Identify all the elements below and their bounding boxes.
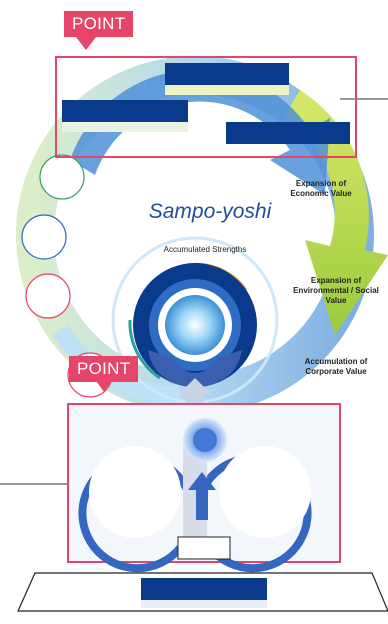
redacted-bar-base-shade xyxy=(141,600,267,608)
up-arrow-left xyxy=(188,472,216,520)
teal-arc xyxy=(128,319,161,380)
redacted-bar-1 xyxy=(165,63,289,85)
redacted-bar-1-shade xyxy=(165,85,289,95)
diagram-title: Sampo-yoshi xyxy=(148,200,272,223)
output-label-economic: Expansion of Economic Value xyxy=(290,179,352,198)
center-label: Accumulated Strengths xyxy=(163,245,247,254)
output-label-environmental: Expansion of Environmental / Social Valu… xyxy=(293,276,379,305)
redacted-bar-2-shade xyxy=(62,122,188,132)
badge-tail-top xyxy=(76,37,96,50)
lime-arrow xyxy=(285,90,388,335)
up-arrow-main xyxy=(178,378,212,410)
left-spiral-fill xyxy=(89,446,181,538)
redacted-bar-2 xyxy=(62,100,188,122)
output-label-corporate: Accumulation of Corporate Value xyxy=(304,357,368,376)
core-orb xyxy=(165,295,225,355)
point-box-top xyxy=(55,56,357,158)
stage-circle-2 xyxy=(21,214,67,260)
point-badge-bottom: POINT xyxy=(69,356,139,382)
right-spiral-fill xyxy=(219,446,311,538)
glow-orb-core xyxy=(193,428,217,452)
redacted-bar-3 xyxy=(226,122,350,144)
point-badge-top: POINT xyxy=(64,11,134,37)
stage-circle-1 xyxy=(39,154,85,200)
redacted-bar-base xyxy=(141,578,267,600)
lower-shield xyxy=(148,350,242,388)
small-label-box xyxy=(177,536,231,560)
inner-ring-fill xyxy=(54,94,336,376)
stage-circle-3 xyxy=(25,273,71,319)
